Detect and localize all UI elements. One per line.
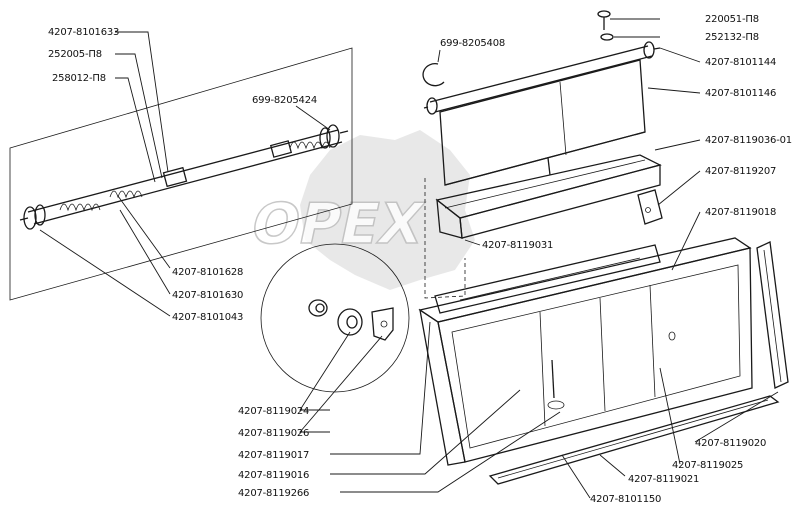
- label-4207-8101633: 4207-8101633: [48, 27, 119, 38]
- assembly-dashed-outline: [424, 178, 466, 299]
- screw-and-washer: [597, 10, 614, 41]
- label-252132-p8: 252132-П8: [705, 32, 759, 43]
- label-4207-8101043: 4207-8101043: [172, 312, 243, 323]
- label-4207-8101630: 4207-8101630: [172, 290, 243, 301]
- label-4207-8119018: 4207-8119018: [705, 207, 776, 218]
- window-frame-box: [418, 237, 753, 466]
- leader-lines: [39, 18, 779, 499]
- label-4207-8119017: 4207-8119017: [238, 450, 309, 461]
- bottom-trim: [488, 395, 780, 485]
- label-258012-p8: 258012-П8: [52, 73, 106, 84]
- support-pin: [547, 359, 565, 410]
- spring-roller: [19, 124, 349, 230]
- roller-housing: [435, 154, 662, 239]
- label-699-8205424: 699-8205424: [252, 95, 317, 106]
- watermark-text: OPEX: [245, 192, 429, 257]
- label-4207-8119016: 4207-8119016: [238, 470, 309, 481]
- label-4207-8119025: 4207-8119025: [672, 460, 743, 471]
- label-4207-8119021: 4207-8119021: [628, 474, 699, 485]
- roller-blind: [423, 41, 661, 186]
- label-4207-8119026: 4207-8119026: [238, 428, 309, 439]
- roller-detail-inset: [9, 47, 353, 301]
- label-4207-8119031: 4207-8119031: [482, 240, 553, 251]
- label-4207-8119020: 4207-8119020: [695, 438, 766, 449]
- label-252005-p8: 252005-П8: [48, 49, 102, 60]
- label-4207-8119207: 4207-8119207: [705, 166, 776, 177]
- clip-detail-circle: [260, 243, 410, 393]
- part-labels: 4207-8101633 252005-П8 258012-П8 699-820…: [48, 14, 792, 505]
- spring-coils-right: [289, 141, 331, 150]
- label-4207-8101146: 4207-8101146: [705, 88, 776, 99]
- watermark-logo: OPEX: [245, 130, 475, 290]
- label-4207-8101150: 4207-8101150: [590, 494, 661, 505]
- label-4207-8101144: 4207-8101144: [705, 57, 776, 68]
- spring-coils-left: [59, 190, 143, 212]
- c-clip: [422, 63, 445, 87]
- bracket: [637, 189, 663, 225]
- label-4207-8119036-01: 4207-8119036-01: [705, 135, 792, 146]
- label-220051-p8: 220051-П8: [705, 14, 759, 25]
- label-4207-8119024: 4207-8119024: [238, 406, 309, 417]
- label-699-8205408: 699-8205408: [440, 38, 505, 49]
- label-4207-8119266: 4207-8119266: [238, 488, 309, 499]
- side-seal: [756, 241, 789, 389]
- label-4207-8101628: 4207-8101628: [172, 267, 243, 278]
